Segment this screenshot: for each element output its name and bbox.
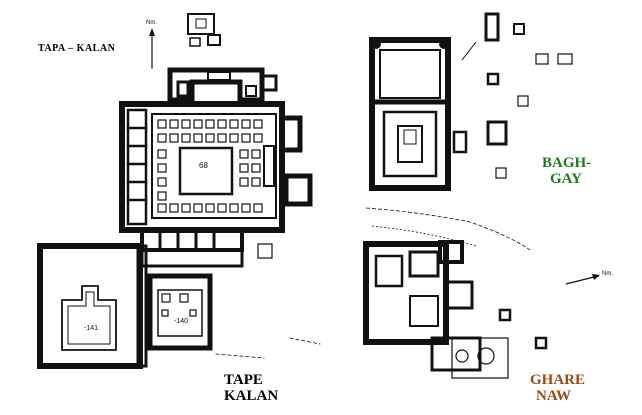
site-label-bagh-gay-line2: GAY [550, 170, 582, 187]
site-label-ghare-naw-line1: GHARE [530, 372, 586, 388]
site-label-tape-kalan-line1: TAPE [224, 372, 263, 388]
plan-bagh-gay [369, 12, 573, 191]
plan-title-tapa-kalan: TAPA – KALAN [38, 43, 116, 54]
site-label-bagh-gay: BAGH- GAY [542, 155, 592, 188]
plan-tape-kalan [37, 13, 321, 369]
room-number-141: -141 [84, 325, 99, 332]
north-label-2: Nm. [602, 271, 613, 277]
plan-ghare-naw [363, 207, 600, 379]
site-label-tape-kalan: TAPE KALAN [224, 372, 279, 405]
north-arrow-2 [565, 275, 599, 285]
site-label-bagh-gay-line1: BAGH- [542, 155, 592, 171]
room-number-140: -140 [174, 318, 189, 325]
north-label-1: Nm. [146, 20, 157, 26]
site-label-tape-kalan-line2: KALAN [224, 387, 279, 404]
site-label-ghare-naw: GHARE NAW [530, 372, 586, 405]
site-label-ghare-naw-line2: NAW [536, 387, 572, 404]
room-number-68: 68 [199, 161, 208, 170]
